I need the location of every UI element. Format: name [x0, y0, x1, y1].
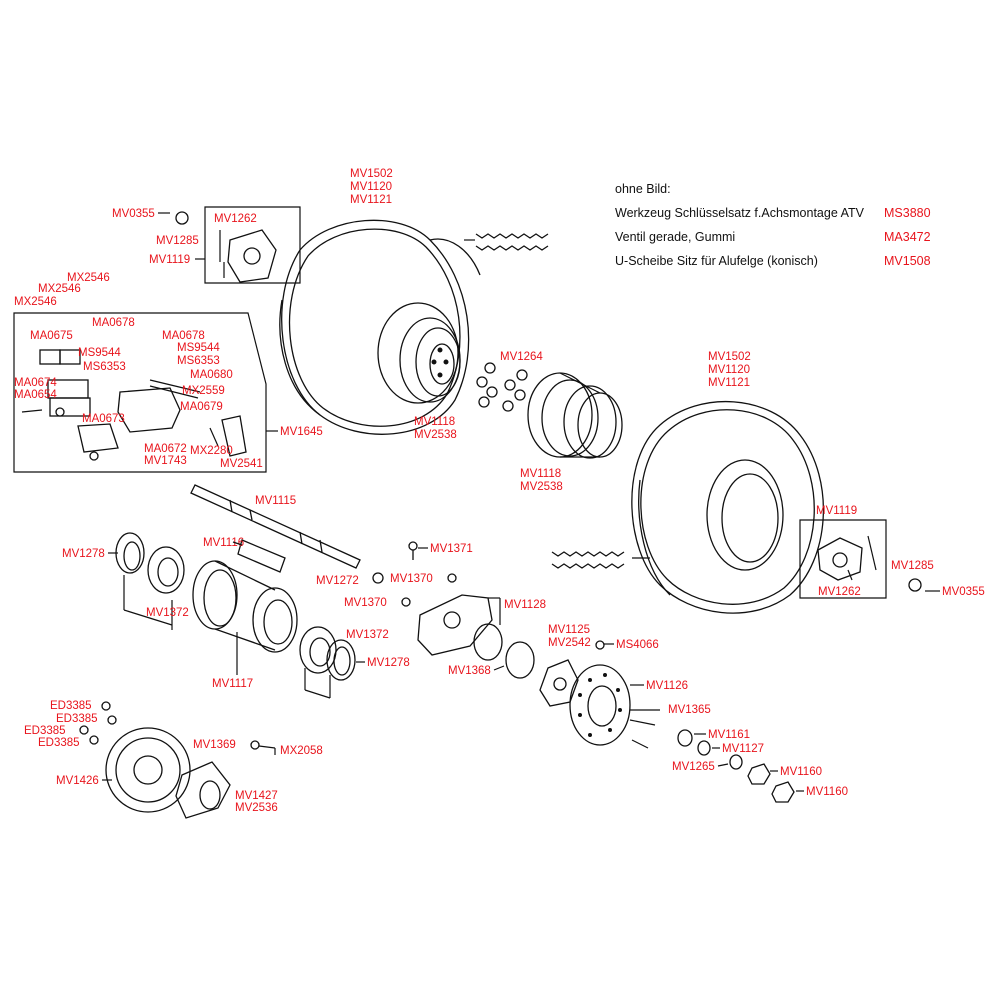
part-label: MV2542 [548, 637, 591, 649]
part-label: MA0678 [92, 317, 135, 329]
part-label: ED3385 [56, 713, 98, 725]
part-label: MV1264 [500, 351, 543, 363]
part-label: MS9544 [177, 342, 220, 354]
part-label: MV0355 [112, 208, 155, 220]
part-label: MV1126 [646, 680, 688, 692]
part-label: MV1115 [255, 495, 296, 507]
part-label: MV1121 [708, 377, 750, 389]
brake-caliper-box [13, 206, 301, 473]
part-label: MA0675 [30, 330, 73, 342]
part-label: MV1502 [708, 351, 751, 363]
legend-heading: ohne Bild: [615, 182, 671, 196]
middle-rim [527, 372, 623, 459]
sprocket [79, 701, 276, 819]
part-label: MV1160 [806, 786, 848, 798]
part-label: ED3385 [38, 737, 80, 749]
part-label: MV2538 [414, 429, 457, 441]
nuts-washers [677, 729, 795, 803]
part-label: MV1370 [390, 573, 433, 585]
part-label: MX2546 [67, 272, 110, 284]
part-label: MV1645 [280, 426, 323, 438]
part-label: MV2541 [220, 458, 263, 470]
part-label: MV1121 [350, 194, 392, 206]
part-label: MV1118 [520, 468, 561, 480]
part-label: MA0673 [82, 413, 125, 425]
part-label: MX2559 [182, 385, 225, 397]
part-label: MV2538 [520, 481, 563, 493]
part-label: MA0674 [14, 377, 57, 389]
part-label: MV1272 [316, 575, 359, 587]
part-label: MV1285 [891, 560, 934, 572]
part-label: MS9544 [78, 347, 121, 359]
part-label: ED3385 [50, 700, 92, 712]
part-label: MA0672 [144, 443, 187, 455]
part-label: MA0679 [180, 401, 223, 413]
hub-flange-left [175, 211, 277, 283]
part-label: MV1502 [350, 168, 393, 180]
part-label: MV1125 [548, 624, 590, 636]
part-labels: MV1502 MV1120 MV1121 MV0355 MV1285 MV126… [14, 168, 985, 814]
part-label: MV1120 [708, 364, 750, 376]
part-label: MV1262 [214, 213, 257, 225]
axle [190, 484, 384, 584]
bearing-carrier [115, 532, 356, 699]
part-label: MV1368 [448, 665, 491, 677]
legend: ohne Bild: Werkzeug Schlüsselsatz f.Achs… [615, 182, 931, 268]
part-label: MV1118 [414, 416, 455, 428]
legend-item-code: MV1508 [884, 254, 931, 268]
part-label: MV1285 [156, 235, 199, 247]
part-label: MV1278 [367, 657, 410, 669]
part-label: MV1116 [203, 537, 244, 549]
part-label: MV1370 [344, 597, 387, 609]
part-label: MS6353 [83, 361, 126, 373]
part-label: MV1743 [144, 455, 187, 467]
part-label: MX2546 [14, 296, 57, 308]
part-label: MV1128 [504, 599, 546, 611]
hub-flange-right [817, 535, 922, 592]
part-label: MX2546 [38, 283, 81, 295]
legend-item-code: MA3472 [884, 230, 931, 244]
legend-item-text: U-Scheibe Sitz für Alufelge (konisch) [615, 254, 818, 268]
part-label: MV1119 [816, 505, 857, 517]
caliper-bracket [401, 541, 535, 679]
part-label: MV1117 [212, 678, 253, 690]
part-label: MV1119 [149, 254, 190, 266]
part-label: MV1372 [346, 629, 389, 641]
part-label: MV1265 [672, 761, 715, 773]
part-label: MV1372 [146, 607, 189, 619]
legend-item-text: Ventil gerade, Gummi [615, 230, 735, 244]
part-label: MX2280 [190, 445, 233, 457]
part-label: MV1371 [430, 543, 473, 555]
part-label: MV1127 [722, 743, 764, 755]
part-label: MA0678 [162, 330, 205, 342]
legend-item-text: Werkzeug Schlüsselsatz f.Achsmontage ATV [615, 206, 865, 220]
part-label: MV1160 [780, 766, 822, 778]
part-label: MV1262 [818, 586, 861, 598]
part-label: MS6353 [177, 355, 220, 367]
part-label: MV1427 [235, 790, 278, 802]
part-label: MV0355 [942, 586, 985, 598]
right-tire [551, 400, 825, 614]
part-label: MV2536 [235, 802, 278, 814]
wheel-nuts [476, 362, 528, 412]
part-label: MV1369 [193, 739, 236, 751]
part-label: MV1120 [350, 181, 392, 193]
legend-item-code: MS3880 [884, 206, 931, 220]
hub-and-disc [539, 640, 660, 749]
part-label: MS4066 [616, 639, 659, 651]
part-label: MV1278 [62, 548, 105, 560]
part-label: ED3385 [24, 725, 66, 737]
part-label: MX2058 [280, 745, 323, 757]
part-label: MA0680 [190, 369, 233, 381]
part-label: MV1365 [668, 704, 711, 716]
left-tire [279, 219, 549, 435]
part-label: MA0654 [14, 389, 57, 401]
part-label: MV1426 [56, 775, 99, 787]
part-label: MV1161 [708, 729, 750, 741]
